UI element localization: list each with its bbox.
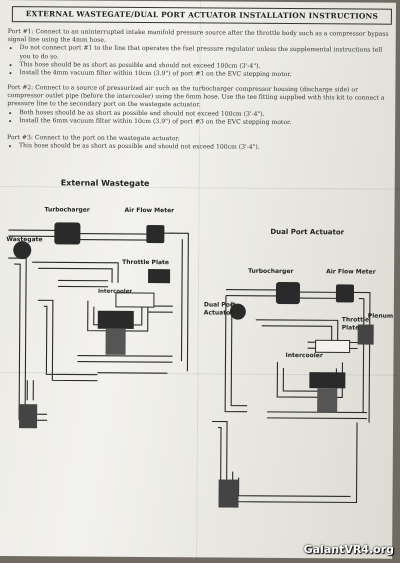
- air-flow-meter-shape: [335, 284, 355, 303]
- evc-controller-shape: [218, 479, 239, 508]
- label-intercooler: Intercooler: [285, 352, 323, 360]
- left-diagram-components: [13, 222, 171, 429]
- label-plate: Plate: [341, 324, 360, 332]
- dual-port-actuator-shape: [229, 303, 246, 320]
- label-air-flow-meter: Air Flow Meter: [326, 268, 376, 276]
- label-intercooler: Intercooler: [97, 288, 133, 295]
- air-flow-meter-shape: [146, 225, 165, 244]
- right-diagram-components: [218, 281, 374, 508]
- engine-shape: [97, 310, 134, 329]
- plenum-shape: [357, 324, 374, 345]
- label-turbocharger: Turbocharger: [44, 206, 90, 214]
- label-air-flow-meter: Air Flow Meter: [124, 206, 175, 215]
- left-diagram-title: External Wastegate: [60, 178, 150, 189]
- label-throttle: Throttle: [341, 316, 370, 324]
- right-intercooler: [315, 339, 351, 353]
- right-diagram-title: Dual Port Actuator: [270, 227, 345, 237]
- label-actuator: Actuator: [203, 309, 234, 317]
- left-intercooler: [115, 292, 155, 308]
- engine-cylinder-shape: [105, 328, 126, 355]
- wastegate-shape: [13, 241, 32, 260]
- label-dual-port: Dual Port: [203, 301, 236, 309]
- engine-shape: [309, 372, 346, 389]
- turbocharger-shape: [275, 281, 301, 305]
- throttle-plate-shape: [148, 269, 171, 284]
- label-plenum: Plenum: [367, 312, 394, 320]
- engine-cylinder-shape: [317, 388, 338, 413]
- evc-controller-shape: [19, 404, 38, 429]
- label-wastegate: Wastegate: [6, 236, 43, 244]
- label-throttle-plate: Throttle Plate: [122, 258, 170, 267]
- turbocharger-shape: [54, 222, 81, 245]
- watermark: GalantVR4.org: [303, 543, 394, 556]
- label-turbocharger: Turbocharger: [248, 267, 294, 276]
